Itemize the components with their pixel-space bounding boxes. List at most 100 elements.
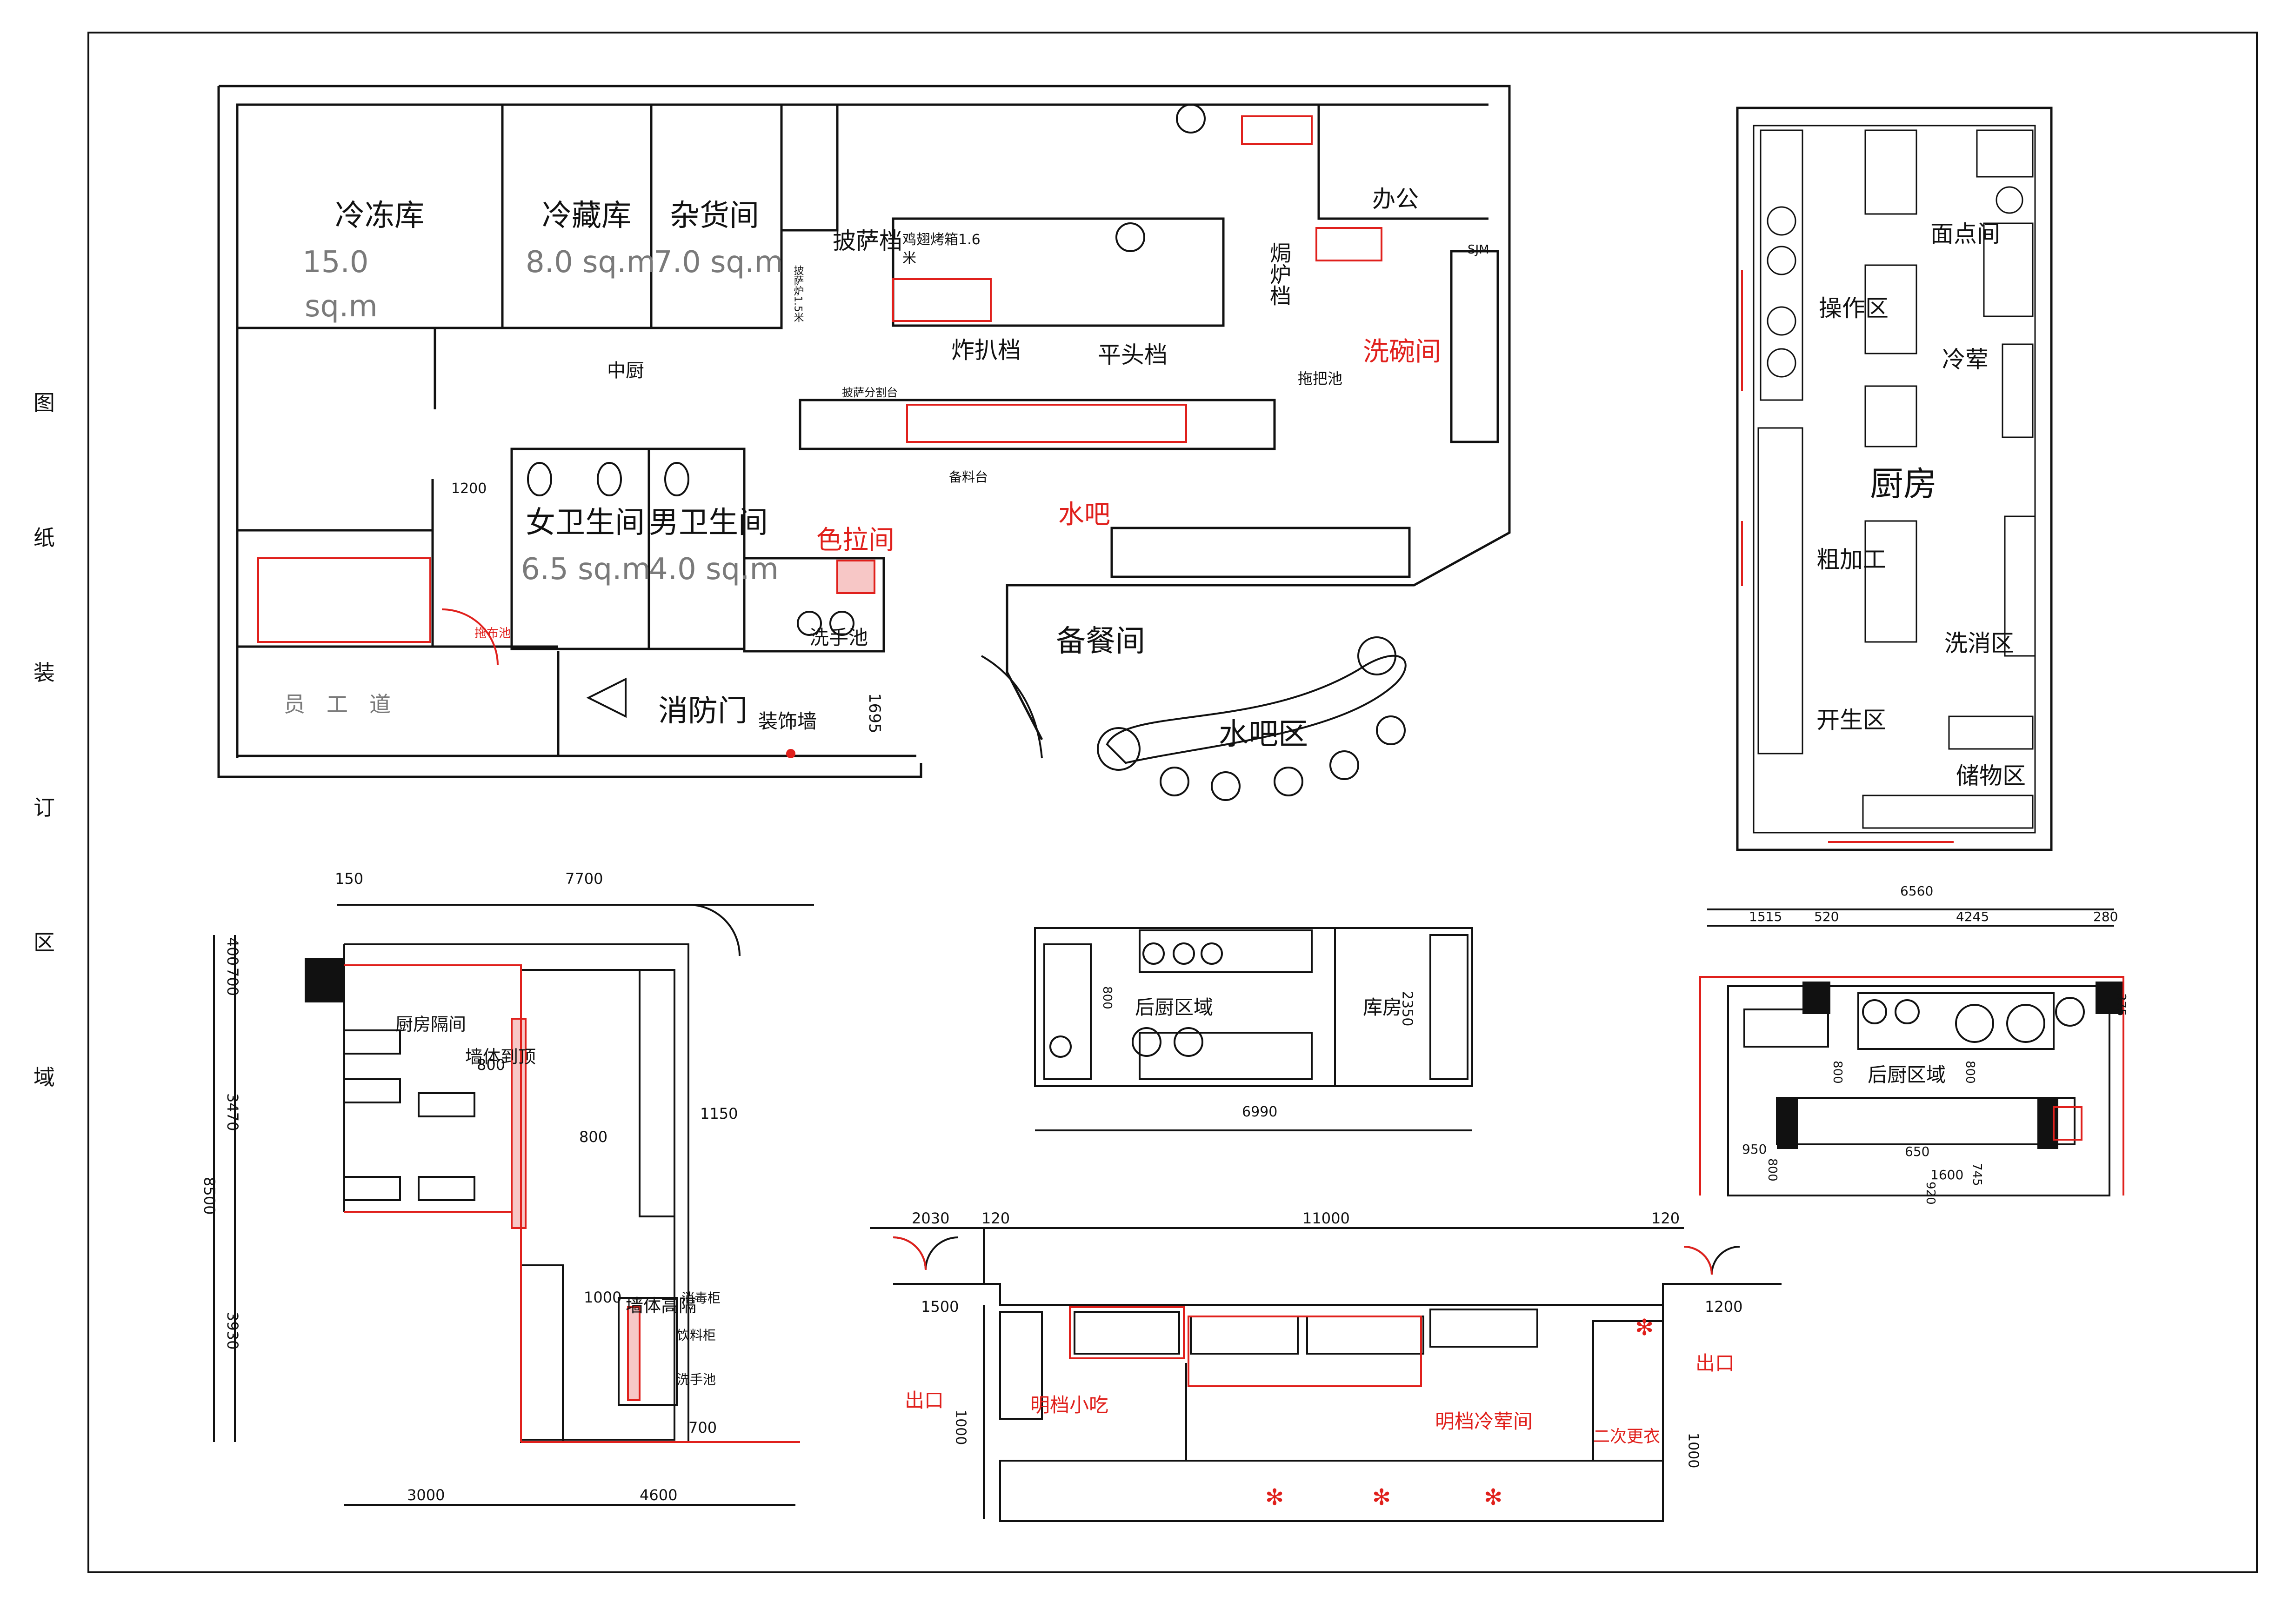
sidebar-char-5: 区 (33, 930, 55, 955)
label-cold: 冷荤 (1942, 346, 1989, 373)
bar-stool (1274, 767, 1303, 796)
dim-1000a: 1000 (953, 1409, 969, 1445)
plan-main-labels: 冷冻库 15.0 sq.m 冷藏库 8.0 sq.m 杂货间 7.0 sq.m … (302, 199, 1308, 752)
red-equipment (1241, 115, 1313, 145)
salad-red-box (836, 560, 875, 594)
basin-fixture (797, 611, 822, 636)
dim-150: 150 (335, 870, 363, 888)
label-chiller: 冷藏库 (542, 199, 631, 233)
bottom-front-counter (999, 1460, 1664, 1522)
stove-ring (2006, 1004, 2045, 1043)
bottom-red-door (1683, 1246, 1713, 1275)
freezer-icon: ✻ (1265, 1484, 1284, 1510)
dim-4600: 4600 (640, 1486, 677, 1504)
stove-ring (2055, 997, 2085, 1027)
label-sjm: SJM (1468, 243, 1489, 257)
label-fryer: 炸扒档 (951, 337, 1021, 364)
label-pizza: 披萨档 (833, 227, 902, 254)
toilet-fixture (527, 462, 552, 496)
bl-column (305, 958, 344, 1002)
label-rough: 粗加工 (1816, 546, 1886, 573)
dim-1200: 1200 (1705, 1298, 1742, 1316)
label-br-back: 后厨区域 (1868, 1063, 1946, 1086)
right-stove-line (1760, 129, 1803, 401)
bl-red-wall (344, 964, 522, 1442)
plan-bottom-red (893, 1236, 1713, 1387)
dim-2350: 2350 (1399, 991, 1415, 1026)
sidebar-char-3: 装 (33, 660, 55, 685)
stove-ring (1132, 1027, 1161, 1057)
label-water-bar: 水吧 (1058, 500, 1110, 530)
br-red-wall (1699, 976, 2124, 1196)
label-store: 杂货间 (670, 199, 759, 233)
bar-stool (1211, 771, 1241, 801)
pizza-rack (780, 103, 839, 232)
bc-shelf (1429, 934, 1468, 1080)
prep-counter (799, 399, 1276, 450)
stove-ring (1767, 306, 1796, 336)
label-pizza-tag: 披萨炉1.5米 (792, 265, 804, 322)
bottom-counter (999, 1311, 1043, 1420)
staff-red-room (257, 557, 431, 643)
right-sink (1976, 129, 2034, 178)
label-office: 办公 (1372, 186, 1419, 213)
main-left-wall (217, 86, 922, 778)
label-pizza-cut: 披萨分割台 (842, 386, 898, 399)
label-bc-back: 后厨区域 (1135, 996, 1213, 1019)
label-pastry: 面点间 (1930, 220, 2000, 247)
bar-stool (1097, 727, 1141, 771)
sheet-border (87, 32, 2258, 1573)
label-open: 开生区 (1816, 707, 1886, 734)
label-prep-room: 备餐间 (1056, 624, 1145, 659)
label-bl-basin: 洗手池 (677, 1372, 716, 1387)
label-exit-right: 出口 (1695, 1352, 1735, 1375)
right-shelf (1862, 795, 2034, 829)
right-shelf (2004, 515, 2036, 657)
dim-950: 950 (1742, 1142, 1767, 1157)
label-wash: 洗消区 (1944, 630, 2014, 657)
bottom-left-top (893, 1228, 985, 1285)
label-staff-way: 员 工 道 (284, 692, 391, 717)
label-salad: 色拉间 (816, 525, 894, 555)
office-wall (1317, 105, 1488, 220)
stove-ring (1767, 206, 1796, 236)
label-mop: 拖把池 (1298, 370, 1342, 387)
label-female-wc: 女卫生间 (526, 506, 645, 540)
label-wing-oven-unit: 米 (902, 250, 916, 267)
plan-bottom-labels: 出口 出口 明档小吃 明档冷荤间 二次更衣 (905, 1352, 1735, 1446)
dim-700b: 700 (688, 1419, 717, 1436)
plan-br-dims: 6560 1515 520 4245 280 950 650 1600 (1742, 883, 2118, 1182)
br-red-box (2053, 1106, 2082, 1141)
label-stew: 焗炉档 (1267, 242, 1292, 306)
dim-1695: 1695 (865, 693, 884, 734)
stove-ring (1767, 348, 1796, 378)
plan-main-red (257, 115, 1382, 666)
label-wing-oven: 鸡翅烤箱1.6 (902, 232, 981, 248)
label-wash-basin: 洗手池 (809, 626, 868, 649)
dim-400: 400 (224, 937, 241, 966)
stove-ring (1049, 1035, 1072, 1058)
dim-920: 920 (1923, 1182, 1937, 1205)
label-work: 操作区 (1819, 295, 1889, 322)
bl-shelf (343, 1029, 401, 1055)
label-storage: 储物区 (1956, 762, 2026, 789)
dim-520: 520 (1814, 909, 1839, 924)
right-outer-wall (1736, 107, 2053, 851)
br-equipment (1743, 1009, 1829, 1048)
plan-bottom-dims: 2030 120 11000 120 1500 1200 (912, 1209, 1742, 1316)
stove-ring (1173, 942, 1195, 965)
dim-3470: 3470 (224, 1093, 241, 1131)
label-deco-wall: 装饰墙 (758, 710, 817, 733)
label-fire-door: 消防门 (658, 694, 748, 728)
plan-right (1736, 107, 2053, 851)
label-exit-left: 出口 (905, 1389, 944, 1412)
label-prep-table: 备料台 (949, 469, 988, 485)
toilet-fixture (597, 462, 622, 496)
label-partition: 厨房隔间 (395, 1014, 466, 1035)
bl-counter (520, 1264, 564, 1443)
dim-1150: 1150 (700, 1105, 738, 1122)
stove-ring (1767, 246, 1796, 275)
label-bl-drink: 饮料柜 (677, 1328, 716, 1343)
plan-main-labels-small: 中厨 披萨档 鸡翅烤箱1.6 米 炸扒档 平头档 办公 洗手池 装饰墙 员 工 … (284, 186, 1489, 733)
dim-2030: 2030 (912, 1209, 949, 1227)
